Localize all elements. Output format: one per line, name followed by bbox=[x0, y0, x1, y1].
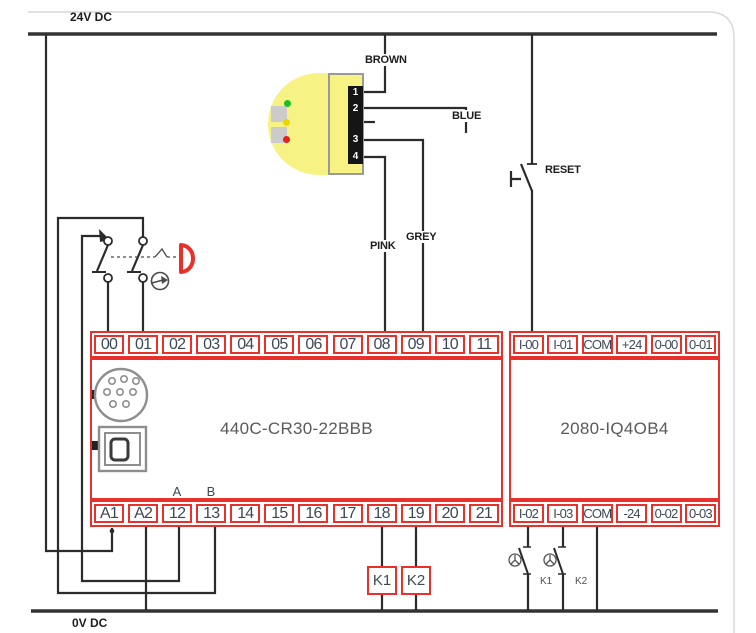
reset-switch-symbol bbox=[509, 163, 537, 192]
mini-din-icon bbox=[90, 367, 149, 423]
twist-release-icon bbox=[150, 271, 170, 291]
terminal-cell: A2 bbox=[128, 504, 159, 523]
terminal-cell: 20 bbox=[434, 504, 465, 523]
usb-b-icon bbox=[91, 425, 148, 473]
terminal-cell: 0-03 bbox=[684, 504, 716, 523]
terminal-cell: I-03 bbox=[547, 504, 579, 523]
terminal-cell: A1 bbox=[94, 504, 124, 523]
estop-switch-symbol bbox=[92, 229, 178, 283]
terminal-cell: 18 bbox=[366, 504, 397, 523]
sensor-pin-2: 2 bbox=[352, 103, 359, 114]
terminal-cell: 0-02 bbox=[650, 504, 682, 523]
pulse-label-a: A bbox=[172, 484, 182, 499]
led-amber-icon bbox=[283, 119, 290, 126]
terminal-cell: 19 bbox=[400, 504, 431, 523]
wire-label-grey: GREY bbox=[404, 231, 439, 243]
terminal-cell: 05 bbox=[264, 335, 295, 354]
terminal-cell: 0-00 bbox=[650, 335, 682, 354]
reset-label: RESET bbox=[545, 164, 581, 176]
terminal-cell: 06 bbox=[298, 335, 329, 354]
sensor-pin-1: 1 bbox=[352, 87, 359, 98]
cr30-device-body: 440C-CR30-22BBB bbox=[90, 358, 503, 500]
sensor-pin-4: 4 bbox=[352, 151, 359, 162]
led-green-icon bbox=[284, 100, 291, 107]
wire-label-pink: PINK bbox=[368, 240, 398, 252]
terminal-cell: 10 bbox=[434, 335, 465, 354]
sensor-pin-3: 3 bbox=[352, 134, 359, 145]
terminal-cell: 12 bbox=[162, 504, 193, 523]
terminal-cell: 09 bbox=[400, 335, 431, 354]
terminal-cell: 02 bbox=[162, 335, 193, 354]
io-device-name: 2080-IQ4OB4 bbox=[560, 419, 669, 438]
junction-dot bbox=[109, 528, 115, 534]
terminal-cell: 03 bbox=[196, 335, 227, 354]
rail-label-24v: 24V DC bbox=[70, 10, 113, 24]
terminal-cell: 07 bbox=[332, 335, 363, 354]
led-red-icon bbox=[283, 136, 290, 143]
k-contact-symbols bbox=[508, 546, 566, 575]
terminal-cell: 14 bbox=[230, 504, 261, 523]
terminal-cell: 04 bbox=[230, 335, 261, 354]
wires bbox=[44, 34, 599, 611]
io-top-terminal-strip: I-00 I-01 COM +24 0-00 0-01 bbox=[509, 331, 720, 358]
relay-coil-k2: K2 bbox=[401, 566, 431, 595]
sensor-pin-strip bbox=[348, 86, 363, 164]
terminal-cell: -24 bbox=[616, 504, 648, 523]
page-frame bbox=[28, 11, 735, 633]
terminal-cell: I-01 bbox=[547, 335, 579, 354]
cr30-top-terminal-strip: 00 01 02 03 04 05 06 07 08 09 10 11 bbox=[90, 331, 503, 358]
pulse-label-b: B bbox=[206, 484, 216, 499]
terminal-cell: I-00 bbox=[513, 335, 544, 354]
terminal-cell: 01 bbox=[128, 335, 159, 354]
terminal-cell: 13 bbox=[196, 504, 227, 523]
terminal-cell: 08 bbox=[366, 335, 397, 354]
contact-label-k2: K2 bbox=[575, 576, 588, 587]
terminal-cell: 0-01 bbox=[684, 335, 716, 354]
cr30-bottom-terminal-strip: A1 A2 12 13 14 15 16 17 18 19 20 21 bbox=[90, 500, 503, 527]
relay-coil-k1: K1 bbox=[367, 566, 397, 595]
io-bottom-terminal-strip: I-02 I-03 COM -24 0-02 0-03 bbox=[509, 500, 720, 527]
terminal-cell: 21 bbox=[468, 504, 499, 523]
terminal-cell: 17 bbox=[332, 504, 363, 523]
terminal-cell: 15 bbox=[264, 504, 295, 523]
sensor-window bbox=[271, 106, 287, 122]
terminal-cell: COM bbox=[581, 504, 613, 523]
terminal-cell: COM bbox=[581, 335, 613, 354]
contact-label-k1: K1 bbox=[540, 576, 553, 587]
estop-mushroom-icon bbox=[179, 243, 195, 274]
terminal-cell: +24 bbox=[616, 335, 648, 354]
terminal-cell: 16 bbox=[298, 504, 329, 523]
rail-label-0v: 0V DC bbox=[72, 616, 108, 630]
terminal-cell: 00 bbox=[94, 335, 124, 354]
wire-label-blue: BLUE bbox=[450, 110, 484, 122]
terminal-cell: 11 bbox=[468, 335, 499, 354]
cr30-device-name: 440C-CR30-22BBB bbox=[220, 419, 373, 438]
wire-label-brown: BROWN bbox=[363, 54, 409, 66]
io-device-body: 2080-IQ4OB4 bbox=[509, 358, 720, 500]
terminal-cell: I-02 bbox=[513, 504, 544, 523]
